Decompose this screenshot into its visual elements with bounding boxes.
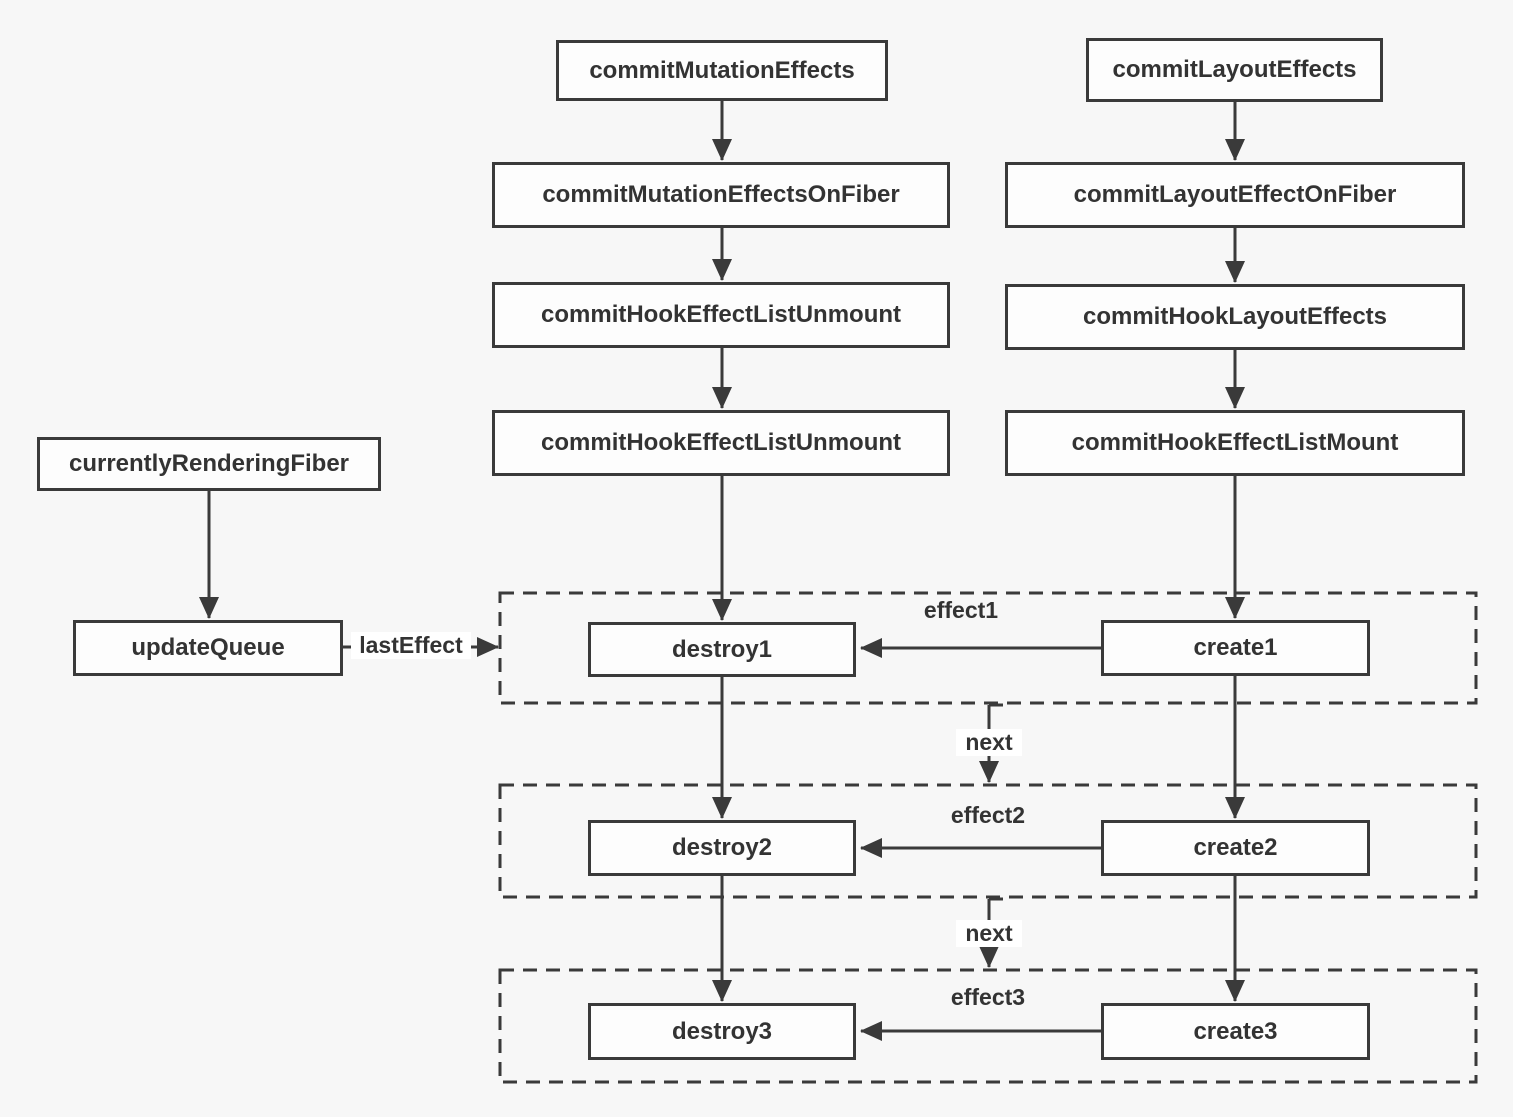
node-commit-hook-effect-list-unmount-b: commitHookEffectListUnmount [492,410,950,476]
next-edge-label-2: next [956,920,1022,947]
next-edge-label-1: next [956,729,1022,756]
node-destroy1: destroy1 [588,622,856,677]
effect2-group-label: effect2 [950,802,1026,828]
node-update-queue: updateQueue [73,620,343,676]
effect1-group-label: effect1 [923,597,999,623]
node-commit-hook-effect-list-mount: commitHookEffectListMount [1005,410,1465,476]
effect1-group-outline [498,591,1478,705]
node-destroy3: destroy3 [588,1003,856,1060]
node-commit-layout-effects: commitLayoutEffects [1086,38,1383,102]
node-commit-layout-effect-on-fiber: commitLayoutEffectOnFiber [1005,162,1465,228]
node-create3: create3 [1101,1003,1370,1060]
node-create1: create1 [1101,620,1370,676]
effect2-group-outline [498,783,1478,899]
node-commit-hook-effect-list-unmount-a: commitHookEffectListUnmount [492,282,950,348]
effect3-group-label: effect3 [950,984,1026,1010]
node-commit-mutation-effects-on-fiber: commitMutationEffectsOnFiber [492,162,950,228]
node-commit-mutation-effects: commitMutationEffects [556,40,888,101]
node-commit-hook-layout-effects: commitHookLayoutEffects [1005,284,1465,350]
last-effect-edge-label: lastEffect [351,632,471,659]
effect3-group-outline [498,968,1478,1084]
node-currently-rendering-fiber: currentlyRenderingFiber [37,437,381,491]
node-destroy2: destroy2 [588,820,856,876]
node-create2: create2 [1101,820,1370,876]
